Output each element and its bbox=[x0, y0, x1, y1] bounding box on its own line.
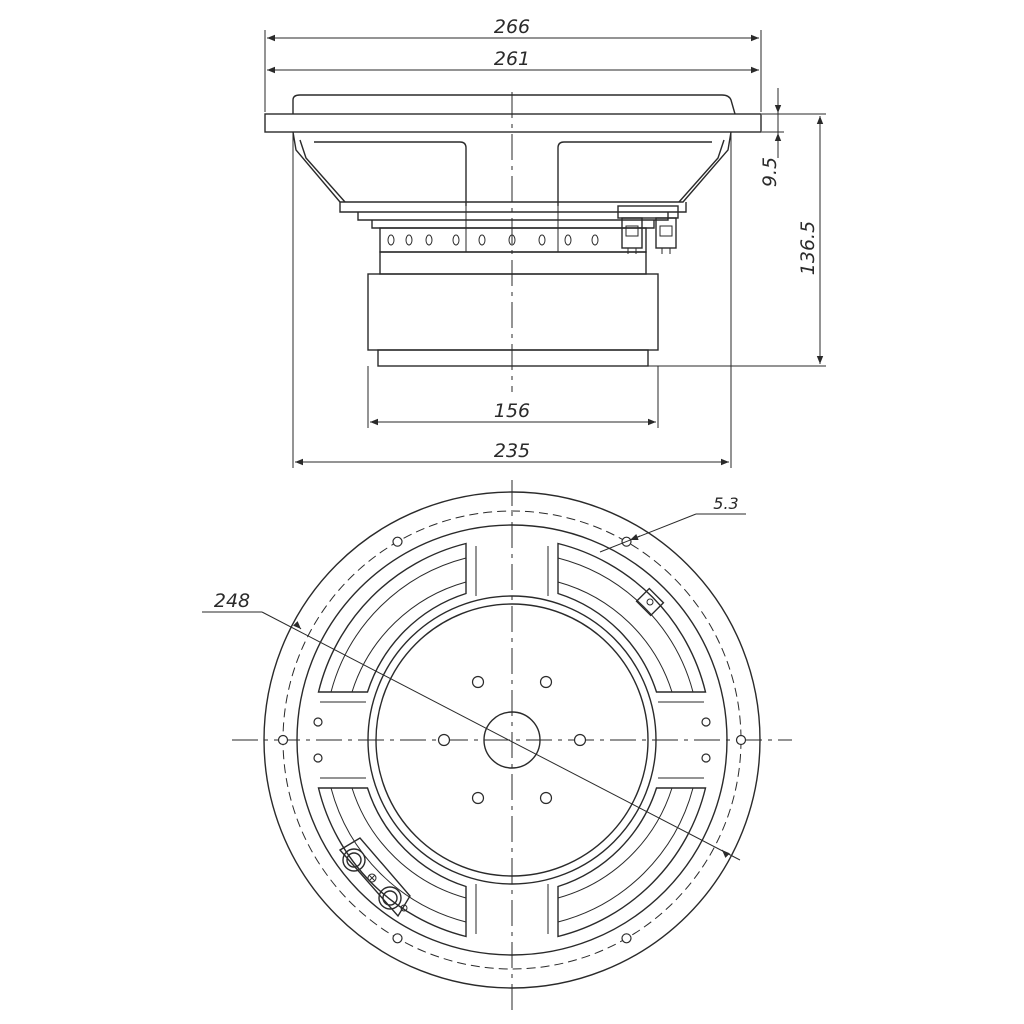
dim-label-magnet-diameter: 156 bbox=[494, 400, 530, 422]
vent-hole bbox=[591, 234, 599, 246]
dim-label-bolt-hole: 5.3 bbox=[713, 494, 738, 513]
outer-rim bbox=[263, 491, 761, 989]
magnet bbox=[367, 273, 659, 351]
dim-label-flange-inner: 261 bbox=[494, 48, 530, 70]
bolt-holes bbox=[277, 536, 747, 944]
dim-leader-248 bbox=[261, 611, 741, 861]
vent-hole bbox=[478, 234, 486, 246]
vent-hole bbox=[425, 234, 433, 246]
basket-ring bbox=[296, 524, 728, 956]
bolt-hole bbox=[277, 734, 289, 746]
flange bbox=[264, 113, 762, 133]
vent-hole bbox=[452, 234, 460, 246]
terminal-post bbox=[342, 848, 366, 872]
basket-window bbox=[317, 542, 467, 693]
basket-window bbox=[557, 542, 707, 693]
basket-window-left bbox=[314, 141, 467, 206]
dim-label-outer-flange: 266 bbox=[494, 16, 530, 38]
bolt-hole bbox=[621, 933, 632, 944]
basket-window bbox=[557, 787, 707, 938]
dim-label-mounting-depth: 136.5 bbox=[797, 221, 819, 275]
dim-leader-5-3 bbox=[599, 513, 697, 553]
basket-window bbox=[317, 787, 467, 938]
label-tab bbox=[635, 587, 665, 617]
bolt-hole bbox=[735, 734, 747, 746]
basket-step-3 bbox=[371, 220, 655, 229]
terminal-left bbox=[621, 217, 643, 249]
vent-hole bbox=[538, 234, 546, 246]
back-plate bbox=[377, 349, 649, 367]
rib-holes bbox=[313, 717, 711, 763]
dim-label-cutout-diameter: 235 bbox=[494, 440, 530, 462]
vent-ring bbox=[379, 227, 647, 253]
bolt-hole bbox=[392, 536, 403, 547]
surround-top bbox=[292, 94, 736, 115]
dim-label-bolt-circle: 248 bbox=[214, 590, 250, 612]
basket-inner-arcs bbox=[330, 557, 694, 923]
top-plate bbox=[379, 251, 647, 275]
basket-right-inner bbox=[678, 139, 725, 203]
basket-window-right bbox=[557, 141, 712, 206]
magnet-outline bbox=[367, 595, 657, 885]
terminal-right bbox=[655, 217, 677, 249]
vent-hole bbox=[387, 234, 395, 246]
back-plate-outline bbox=[375, 603, 649, 877]
basket-step-1 bbox=[339, 202, 687, 213]
bolt-hole bbox=[392, 933, 403, 944]
vent-hole bbox=[564, 234, 572, 246]
vent-holes bbox=[387, 234, 599, 246]
terminal-post bbox=[378, 886, 402, 910]
vent-hole bbox=[508, 234, 516, 246]
terminal-plate bbox=[338, 837, 411, 918]
front-view: 248 5.3 bbox=[202, 480, 792, 1016]
basket-step-2 bbox=[357, 212, 669, 221]
vent-hole bbox=[405, 234, 413, 246]
dim-label-flange-thickness: 9.5 bbox=[759, 157, 781, 187]
terminal-block bbox=[617, 205, 679, 254]
pole-vent bbox=[483, 711, 541, 769]
basket-ribs bbox=[320, 546, 704, 934]
side-view: 266 261 9.5 136.5 156 235 bbox=[264, 16, 826, 468]
basket-left-inner bbox=[299, 139, 346, 203]
basket-outer bbox=[292, 131, 732, 203]
backplate-vents bbox=[437, 675, 587, 805]
front-terminals bbox=[338, 837, 411, 918]
